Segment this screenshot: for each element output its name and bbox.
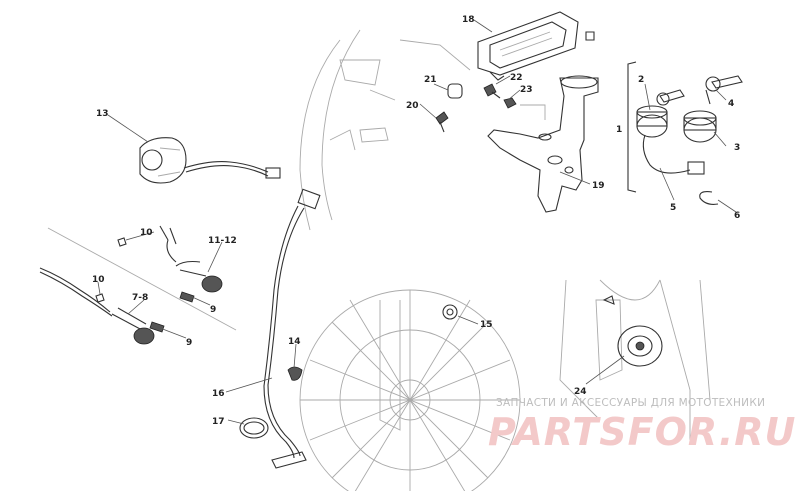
callout-14: 14 [288,337,301,347]
leader-lines [97,19,737,425]
nut-23 [503,97,517,109]
left-handlebar-switch [139,137,281,184]
front-wheel-disc-outline [299,289,521,491]
spacer-21 [447,83,463,99]
bolt-22 [483,83,501,99]
callout-18: 18 [462,15,475,25]
turn-signal-assembly [39,225,237,345]
ignition-switch-group [627,61,743,205]
callout-1: 1 [616,125,622,135]
callout-2: 2 [638,75,644,85]
washer-15 [442,304,458,320]
screw-top [585,31,595,41]
callout-19: 19 [592,181,605,191]
callout-24: 24 [574,387,587,397]
callout-17: 17 [212,417,225,427]
callout-9a: 9 [210,305,216,315]
instrument-panel [477,11,579,81]
callout-3: 3 [734,143,740,153]
callout-23: 23 [520,85,533,95]
callout-10b: 10 [92,275,105,285]
instrument-bracket [487,75,599,213]
callout-22: 22 [510,73,523,83]
callout-10a: 10 [140,228,153,238]
callout-labels: 13 10 11-12 9 9 10 7-8 14 16 17 15 18 19… [92,15,740,427]
callout-4: 4 [728,99,734,109]
callout-15: 15 [480,320,493,330]
speedometer-sensor-cable [263,188,321,469]
horn-inset [559,279,711,440]
clamp-17 [239,417,269,439]
callout-5: 5 [670,203,676,213]
callout-7-8: 7-8 [132,293,148,303]
callout-20: 20 [406,101,419,111]
frame-fender-outline [299,29,471,231]
callout-21: 21 [424,75,437,85]
callout-16: 16 [212,389,225,399]
bolt-20 [435,111,449,133]
callout-9b: 9 [186,338,192,348]
callout-13: 13 [96,109,109,119]
watermark-tagline: ЗАПЧАСТИ И АКСЕССУАРЫ ДЛЯ МОТОТЕХНИКИ [496,397,766,409]
grommet-14 [287,366,303,381]
callout-6: 6 [734,211,740,221]
callout-11-12: 11-12 [208,236,237,246]
watermark-logo: PARTSFOR.RU [488,410,797,454]
